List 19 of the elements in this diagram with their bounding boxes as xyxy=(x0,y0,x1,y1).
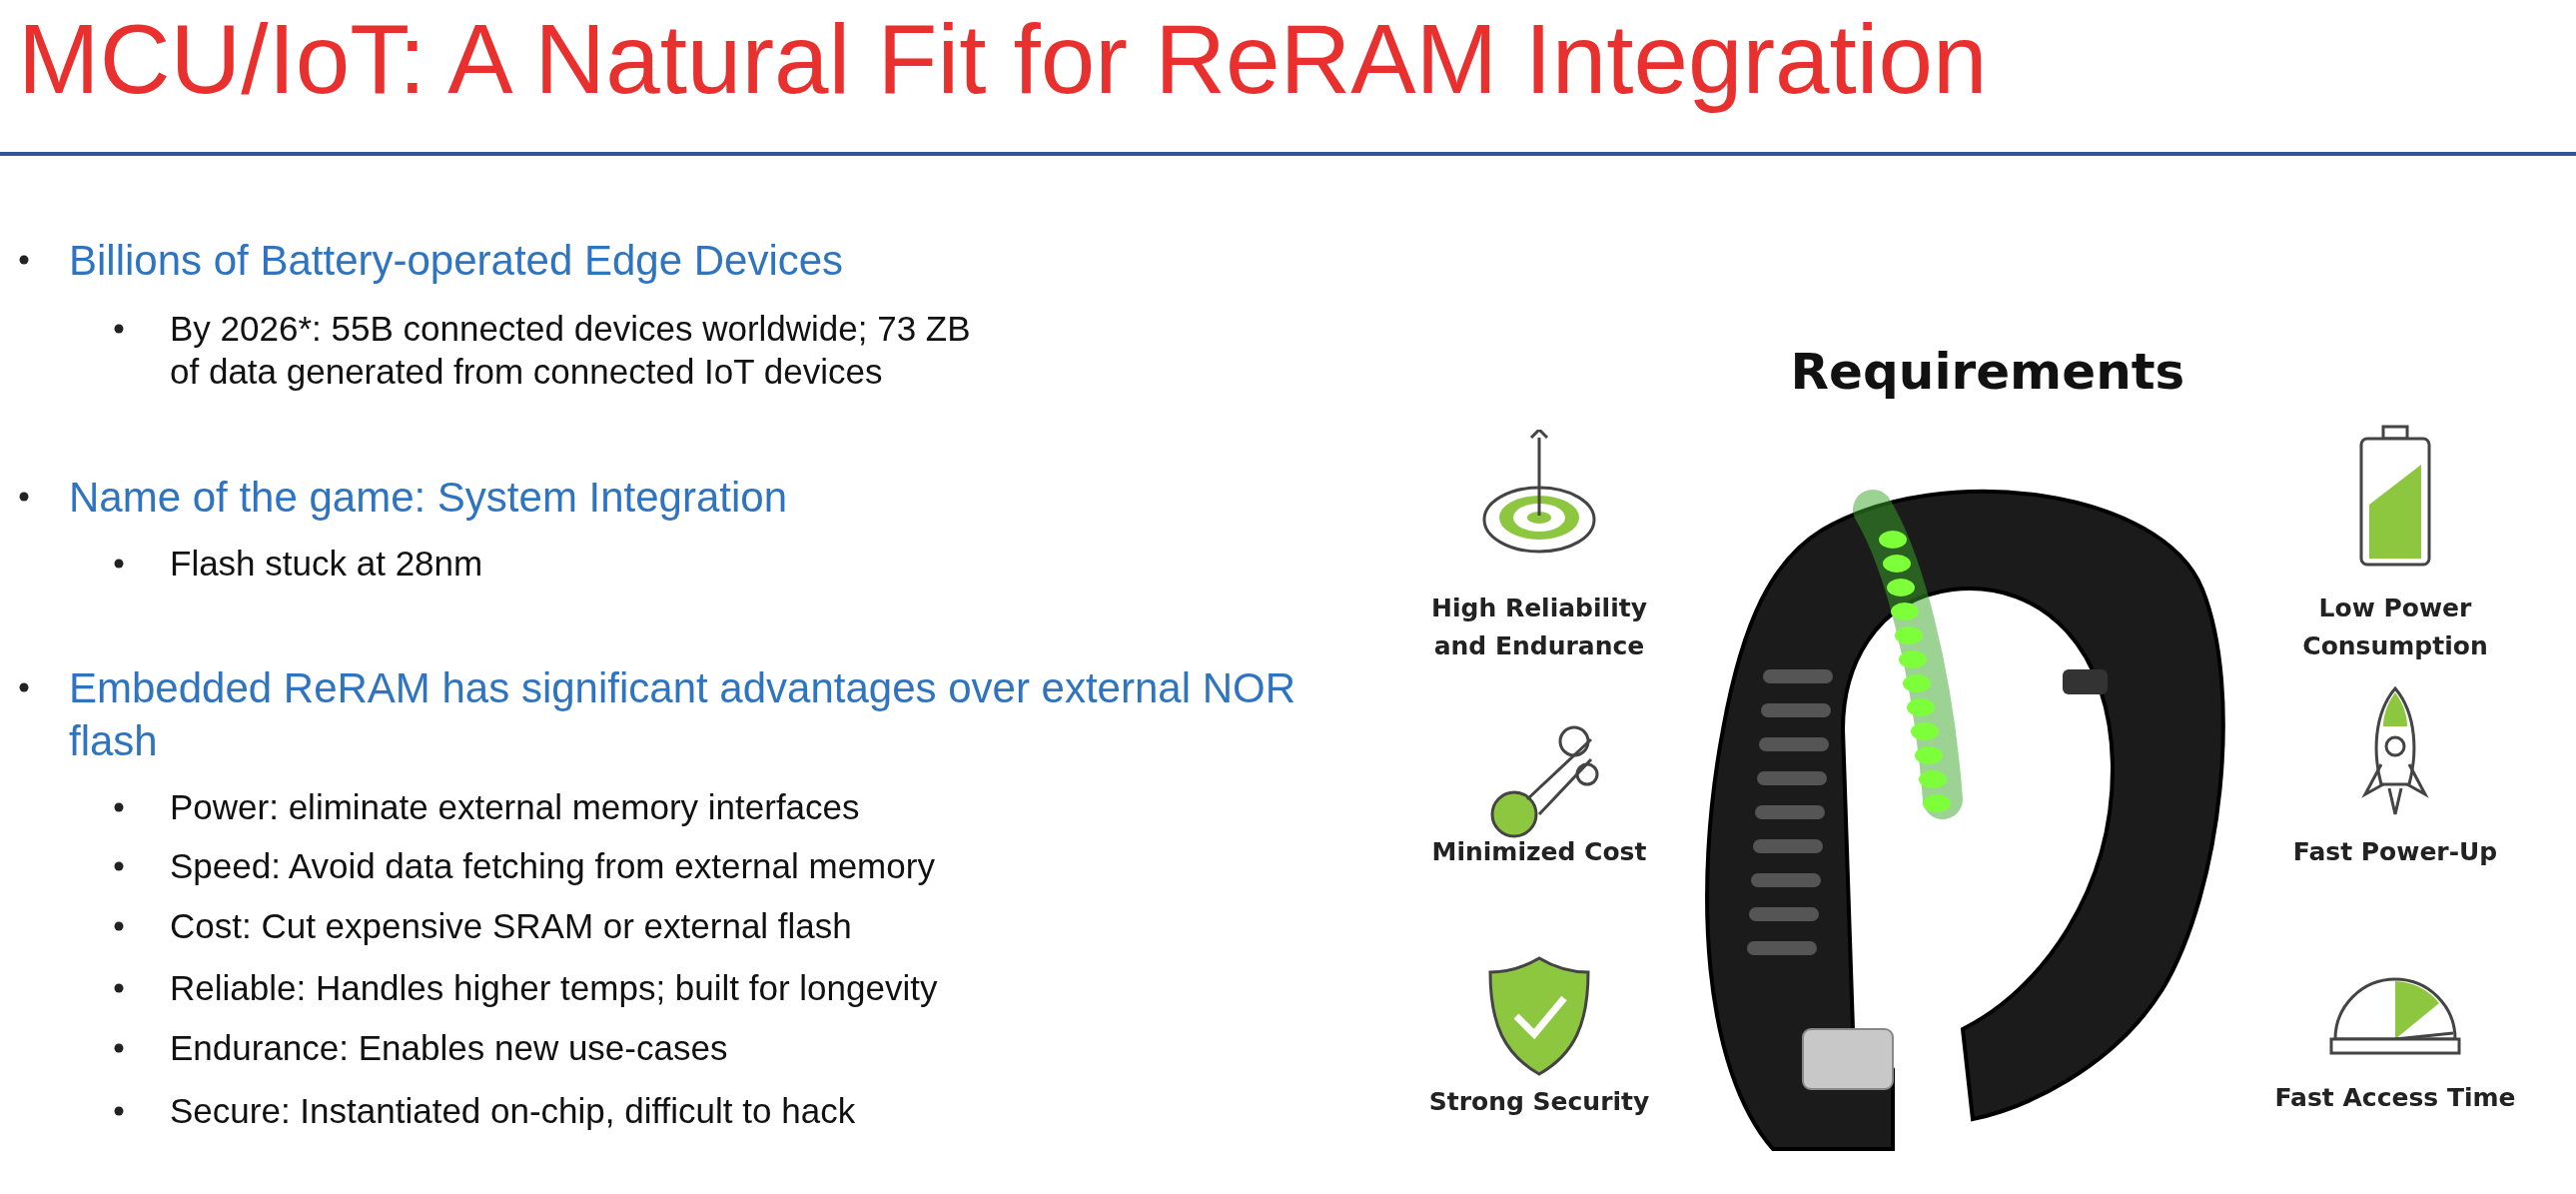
icon-caption: Minimized Cost xyxy=(1430,836,1648,868)
bullet-text: Embedded ReRAM has significant advantages over external NOR flash xyxy=(69,663,1296,766)
slide-title: MCU/IoT: A Natural Fit for ReRAM Integration xyxy=(18,4,1988,114)
bullet-text: Flash stuck at 28nm xyxy=(170,543,483,585)
icon-caption: High Reliability and Endurance xyxy=(1430,593,1648,662)
bullet-text: Secure: Instantiated on-chip, difficult to hack xyxy=(170,1090,856,1132)
bullet-text: Endurance: Enables new use-cases xyxy=(170,1027,728,1069)
bullet-text: Name of the game: System Integration xyxy=(69,473,788,523)
section-heading: Requirements xyxy=(1790,342,2185,403)
bullet-text: Power: eliminate external memory interfaces xyxy=(170,786,860,828)
bullet-text: Speed: Avoid data fetching from external memory xyxy=(170,845,935,887)
bullet-text: Cost: Cut expensive SRAM or external flash xyxy=(170,905,852,947)
icon-caption: Fast Access Time xyxy=(2273,1082,2517,1114)
icon-caption: Low Power Consumption xyxy=(2301,593,2489,662)
icon-caption: Fast Power-Up xyxy=(2291,836,2499,868)
icon-caption: Strong Security xyxy=(1427,1086,1651,1118)
bullet-text: Billions of Battery-operated Edge Devices xyxy=(69,236,844,286)
bullet-text: By 2026*: 55B connected devices worldwide; 73 ZB of data generated from connected IoT devices xyxy=(170,308,972,393)
bullet-text: Reliable: Handles higher temps; built for longevity xyxy=(170,967,938,1009)
